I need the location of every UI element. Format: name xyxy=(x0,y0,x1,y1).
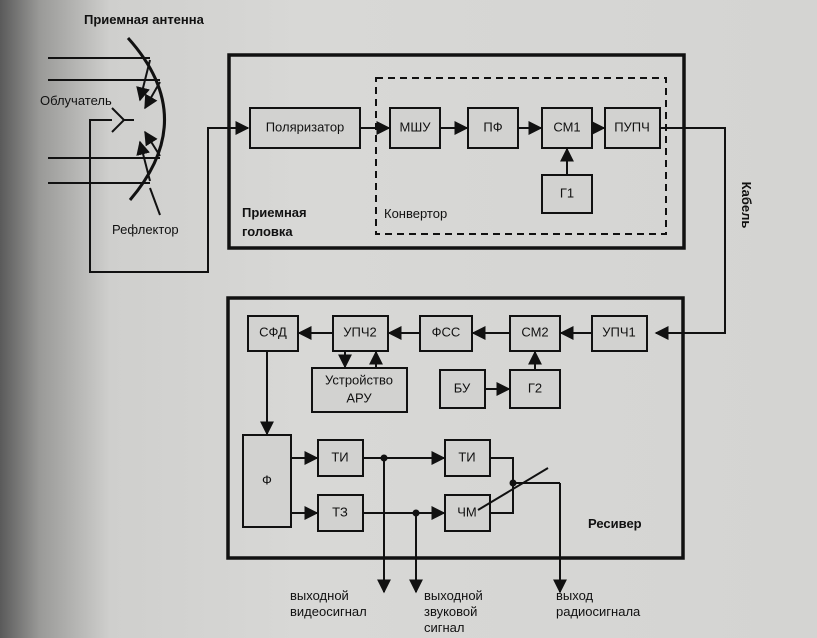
mixer2-label: СМ2 xyxy=(521,324,548,339)
antenna: Приемная антенна Облучатель Рефлектор xyxy=(40,12,250,273)
outputs: выходной видеосигнал выходной звуковой с… xyxy=(290,458,641,635)
ti2-to-radio xyxy=(490,457,514,483)
filter-label: Ф xyxy=(262,472,272,487)
ti1-label: ТИ xyxy=(331,449,348,464)
filter-block xyxy=(242,434,292,528)
receiving-head: Поляризатор МШУ ПФ СМ1 ПУПЧ Г1 Приемная … xyxy=(227,53,686,250)
receiver: УПЧ1 СМ2 ФСС УПЧ2 СФД Устройство АРУ БУ … xyxy=(226,296,685,560)
ti2-block xyxy=(444,439,491,477)
reflected-ray xyxy=(144,130,161,157)
mixer1-label: СМ1 xyxy=(553,119,580,134)
fm-to-radio xyxy=(490,482,560,514)
mixer2-block xyxy=(509,315,561,352)
head-title-line1: Приемная xyxy=(242,205,307,220)
cable-label: Кабель xyxy=(739,182,754,229)
lo2-label: Г2 xyxy=(528,380,542,395)
polarizer-block xyxy=(249,107,361,149)
converter-frame xyxy=(375,77,667,235)
if2-label: УПЧ2 xyxy=(343,324,377,339)
tz-block xyxy=(317,494,364,532)
lna-block xyxy=(389,107,441,149)
if-amp-label: ПУПЧ xyxy=(614,119,650,134)
audio-output-label-line2: звуковой xyxy=(424,604,477,619)
reflected-ray xyxy=(144,81,161,110)
reflected-ray xyxy=(136,59,151,102)
video-output-label-line1: выходной xyxy=(290,588,349,603)
bpf-label: ПФ xyxy=(483,119,502,134)
tz-label: ТЗ xyxy=(332,504,348,519)
reflector-label: Рефлектор xyxy=(112,222,179,237)
if1-label: УПЧ1 xyxy=(602,324,636,339)
agc-block xyxy=(311,367,408,413)
reflector-pointer xyxy=(149,187,161,216)
video-output-label-line2: видеосигнал xyxy=(290,604,367,619)
head-frame xyxy=(227,53,686,250)
ti1-block xyxy=(317,439,364,477)
bu-label: БУ xyxy=(454,380,471,395)
radio-output-label-line2: радиосигнала xyxy=(556,604,641,619)
bu-block xyxy=(439,369,486,409)
switch-slash xyxy=(477,467,549,511)
lna-label: МШУ xyxy=(399,119,431,134)
audio-output-label-line3: сигнал xyxy=(424,620,465,635)
head-title-line2: головка xyxy=(242,224,293,239)
reflected-ray xyxy=(136,140,151,182)
receiver-title: Ресивер xyxy=(588,516,642,531)
feed-label: Облучатель xyxy=(40,93,112,108)
ti2-label: ТИ xyxy=(458,449,475,464)
lo1-label: Г1 xyxy=(560,185,574,200)
agc-label-line1: Устройство xyxy=(325,372,393,387)
fss-label: ФСС xyxy=(432,324,461,339)
converter-label: Конвертор xyxy=(384,206,447,221)
agc-label-line2: АРУ xyxy=(346,390,372,405)
antenna-title: Приемная антенна xyxy=(84,12,205,27)
cable: Кабель xyxy=(654,127,754,340)
polarizer-label: Поляризатор xyxy=(266,119,345,134)
feed-support xyxy=(89,119,250,273)
sfd-label: СФД xyxy=(259,324,287,339)
cable-line xyxy=(654,127,726,340)
receiver-frame xyxy=(226,296,685,560)
feed-horn xyxy=(111,107,134,133)
radio-output-label-line1: выход xyxy=(556,588,594,603)
fm-label: ЧМ xyxy=(457,504,477,519)
audio-output-label-line1: выходной xyxy=(424,588,483,603)
